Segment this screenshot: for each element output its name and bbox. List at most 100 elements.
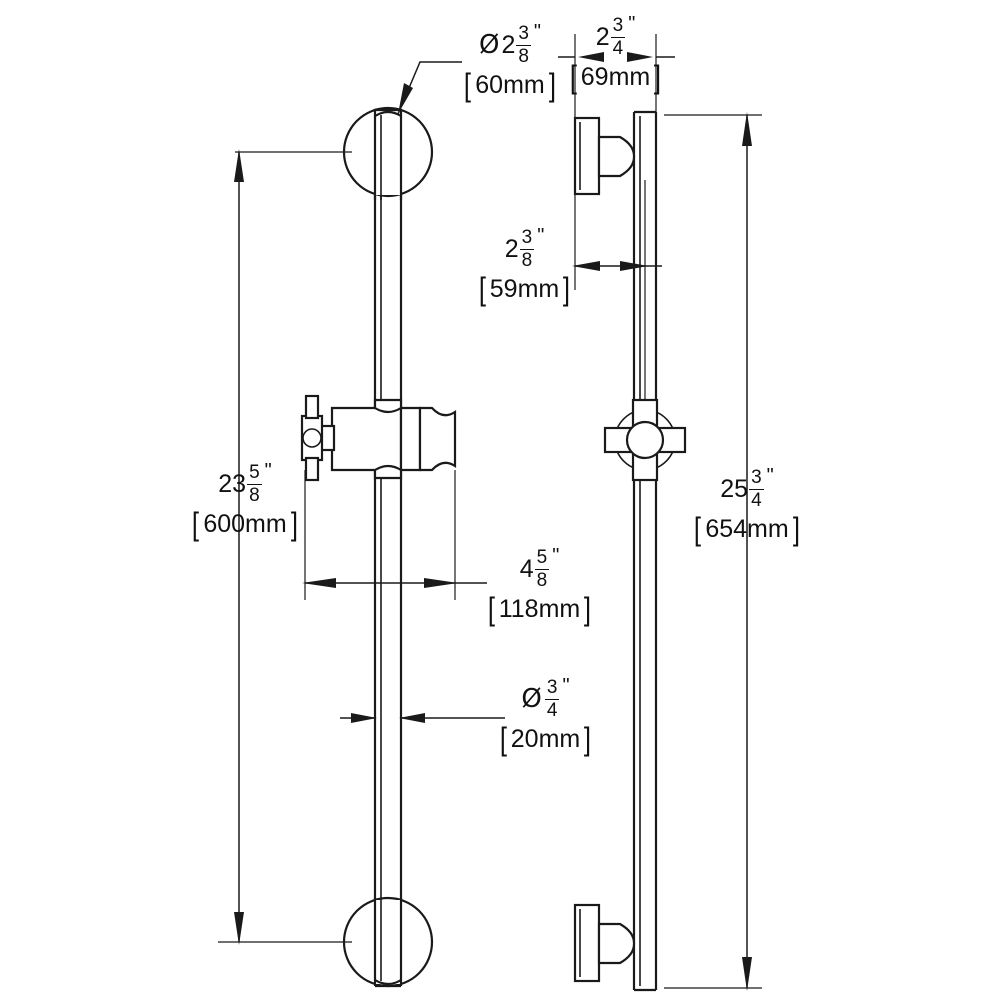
- diameter-symbol-bar: Ø: [521, 684, 542, 715]
- dim-bar-diameter-20mm: [340, 713, 505, 723]
- bottom-escutcheon-front: [342, 896, 434, 988]
- leader-arrowhead-60mm: [398, 83, 413, 114]
- handle-knob-circle: [302, 428, 322, 448]
- handle-arm-up: [304, 394, 320, 420]
- top-flange-plate: [573, 116, 601, 196]
- bracket-close: ]: [584, 720, 592, 757]
- bracket-body-left: [330, 406, 403, 472]
- fraction-bracket-width: 5 8: [534, 547, 550, 591]
- whole-bar-length: 23: [218, 469, 247, 498]
- fraction-denominator: 4: [546, 699, 558, 721]
- top-wall-mount-side: [573, 116, 636, 196]
- bracket-close: ]: [563, 270, 571, 307]
- fraction-escutcheon: 3 8: [516, 24, 531, 67]
- dim-wall-projection-69mm: [558, 34, 675, 122]
- dim-arrow-20-right: [399, 713, 425, 723]
- fraction-numerator: 3: [610, 15, 626, 38]
- fraction-denominator: 8: [521, 249, 533, 271]
- fraction-denominator: 8: [536, 569, 548, 591]
- bracket-close: ]: [792, 510, 800, 547]
- fraction-numerator: 3: [516, 23, 531, 46]
- dim-arrow-69-right: [627, 52, 653, 62]
- top-escutcheon-front: [342, 106, 434, 200]
- label-bar-length-inch: 23 5 8 ": [180, 460, 310, 506]
- fraction-numerator: 5: [534, 547, 550, 570]
- label-bracket-width-inch: 4 5 8 ": [482, 545, 597, 591]
- label-bar-standoff: 2 3 8 " [ 59mm ]: [472, 225, 577, 307]
- label-wall-projection: 2 3 4 " [ 69mm ]: [563, 13, 668, 95]
- metric-value-wall-projection: 69mm: [580, 62, 651, 91]
- dim-arrow-69-left: [578, 52, 604, 62]
- bracket-open: [: [464, 66, 472, 103]
- fraction-wall-projection: 3 4: [610, 15, 626, 59]
- inch-mark-bar-diameter: ": [562, 675, 570, 697]
- label-bar-standoff-inch: 2 3 8 ": [472, 225, 577, 271]
- fraction-bar-length: 5 8: [247, 463, 262, 506]
- dim-arrow-118-left: [302, 578, 336, 588]
- label-overall-height-inch: 25 3 4 ": [682, 465, 812, 511]
- bar-tube-front: [373, 108, 403, 947]
- dim-arrow-20-left: [351, 713, 377, 723]
- handle-hub-circle: [625, 420, 665, 460]
- bottom-wall-mount-side: [573, 903, 636, 983]
- dim-arrow-600-top: [234, 149, 244, 182]
- label-overall-height-metric: [ 654mm ]: [682, 510, 812, 547]
- inch-mark-bar-standoff: ": [537, 225, 545, 247]
- whole-escutcheon: 2: [501, 30, 516, 59]
- bracket-open: [: [499, 720, 507, 757]
- label-bar-diameter-inch: Ø 3 4 ": [488, 675, 603, 721]
- bracket-close: ]: [654, 58, 662, 95]
- whole-wall-projection: 2: [595, 22, 610, 51]
- handle-arm-down: [304, 456, 320, 482]
- label-bracket-width-metric: [ 118mm ]: [482, 590, 597, 627]
- bracket-close: ]: [584, 590, 592, 627]
- bottom-standoff-post: [597, 922, 636, 965]
- fraction-denominator: 8: [249, 484, 260, 506]
- bracket-open: [: [487, 590, 495, 627]
- whole-overall-height: 25: [720, 474, 749, 503]
- bar-cap-bottom: [374, 979, 402, 986]
- top-standoff-post: [597, 135, 636, 178]
- label-overall-height: 25 3 4 " [ 654mm ]: [682, 465, 812, 547]
- metric-value-bar-diameter: 20mm: [510, 724, 581, 753]
- dim-bar-length-600mm: [218, 149, 352, 945]
- dim-arrow-654-top: [742, 112, 752, 146]
- fraction-bar-diameter: 3 4: [544, 677, 560, 721]
- bottom-flange-plate: [573, 903, 601, 983]
- inch-mark-bracket-width: ": [552, 545, 560, 567]
- label-wall-projection-inch: 2 3 4 ": [563, 13, 668, 59]
- fraction-overall-height: 3 4: [749, 468, 764, 511]
- bracket-collar: [399, 406, 422, 472]
- bracket-close: ]: [290, 505, 298, 542]
- label-escutcheon-diameter-inch: Ø 2 3 8 ": [455, 21, 565, 67]
- bracket-open: [: [478, 270, 486, 307]
- label-escutcheon-diameter: Ø 2 3 8 " [ 60mm ]: [455, 21, 565, 103]
- label-bar-diameter-metric: [ 20mm ]: [488, 720, 603, 757]
- fraction-denominator: 4: [751, 489, 762, 511]
- fraction-bar-standoff: 3 8: [519, 227, 535, 271]
- inch-mark-bar-length: ": [264, 460, 272, 482]
- inch-mark-escutcheon: ": [533, 21, 542, 43]
- fraction-numerator: 5: [247, 462, 262, 485]
- fraction-denominator: 4: [612, 37, 624, 59]
- dim-overall-height-654mm: [664, 112, 762, 991]
- inch-mark-overall-height: ": [766, 465, 774, 487]
- dim-arrow-59-left: [572, 261, 600, 271]
- front-slide-bar: [373, 108, 403, 947]
- cross-handle-side: [603, 398, 687, 482]
- fraction-numerator: 3: [544, 677, 560, 700]
- label-wall-projection-metric: [ 69mm ]: [563, 58, 668, 95]
- fraction-numerator: 3: [519, 227, 535, 250]
- inch-mark-wall-projection: ": [628, 13, 636, 35]
- bracket-open: [: [192, 505, 200, 542]
- label-bar-length-metric: [ 600mm ]: [180, 505, 310, 542]
- fraction-numerator: 3: [749, 467, 764, 490]
- label-bracket-width: 4 5 8 " [ 118mm ]: [482, 545, 597, 627]
- metric-value-bracket-width: 118mm: [498, 594, 581, 623]
- front-view: [300, 106, 457, 988]
- bracket-open: [: [694, 510, 702, 547]
- dim-arrow-600-bottom: [234, 912, 244, 945]
- metric-value-escutcheon: 60mm: [475, 70, 545, 99]
